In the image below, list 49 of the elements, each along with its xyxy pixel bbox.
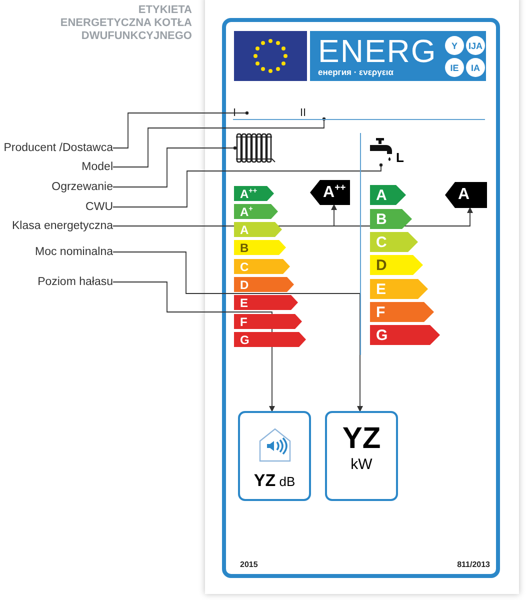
- energy-class-bar: C: [370, 232, 418, 252]
- language-badge: IA: [466, 58, 485, 77]
- power-value: YZ: [342, 424, 381, 454]
- callout-label: Model: [82, 159, 113, 175]
- roman-numeral-mark: II: [300, 107, 326, 119]
- roman-numeral-mark: I: [233, 107, 247, 119]
- language-badge: IE: [445, 58, 464, 77]
- regulation-number: 811/2013: [457, 560, 490, 569]
- energy-class-bar: A: [234, 222, 282, 237]
- energy-header-band: [310, 31, 486, 81]
- energy-class-bar: E: [370, 279, 428, 299]
- energy-class-bar: A: [370, 185, 406, 205]
- energy-class-bar: G: [234, 332, 306, 347]
- energy-class-bar: D: [234, 277, 294, 292]
- energy-class-bar: F: [234, 314, 302, 329]
- energy-label-frame: [222, 18, 500, 578]
- energy-heading: ENERG: [318, 34, 437, 68]
- diagram-title: ETYKIETA ENERGETYCZNA KOTŁA DWUFUNKCYJNEGO: [59, 4, 192, 43]
- callout-label: Producent /Dostawca: [4, 140, 113, 156]
- language-badge: Y: [445, 36, 464, 55]
- leader-line: [112, 146, 237, 188]
- leader-line: [112, 163, 383, 208]
- energy-class-bar: B: [370, 209, 412, 229]
- callout-label: CWU: [86, 199, 113, 215]
- leader-line: [112, 252, 363, 412]
- noise-value: YZ dB: [254, 471, 296, 491]
- leader-line: [112, 117, 326, 168]
- energy-subheading: енергия · ενεργεια: [318, 67, 394, 77]
- noise-level-box: [238, 411, 311, 501]
- callout-label: Klasa energetyczna: [12, 218, 113, 234]
- power-unit: kW: [350, 456, 372, 473]
- energy-class-bar: C: [234, 259, 290, 274]
- energy-class-bar: D: [370, 255, 423, 275]
- unit-label: L: [396, 150, 404, 165]
- energy-class-bar: B: [234, 240, 286, 255]
- energy-class-bar: A$^{+}$: [234, 204, 278, 219]
- radiator-icon: [235, 133, 277, 164]
- year-text: 2015: [240, 560, 258, 569]
- callout-label: Poziom hałasu: [38, 274, 113, 290]
- energy-class-bar: G: [370, 325, 440, 345]
- callout-label: Ogrzewanie: [52, 179, 113, 195]
- energy-class-bar: E: [234, 295, 298, 310]
- energy-class-bar: F: [370, 302, 434, 322]
- rated-power-box: [325, 411, 398, 501]
- leader-line: [112, 111, 249, 148]
- leader-line: [112, 282, 275, 412]
- energy-class-bar: A$^{++}$: [234, 186, 274, 201]
- callout-label: Moc nominalna: [35, 244, 113, 260]
- language-badge: IJA: [466, 36, 485, 55]
